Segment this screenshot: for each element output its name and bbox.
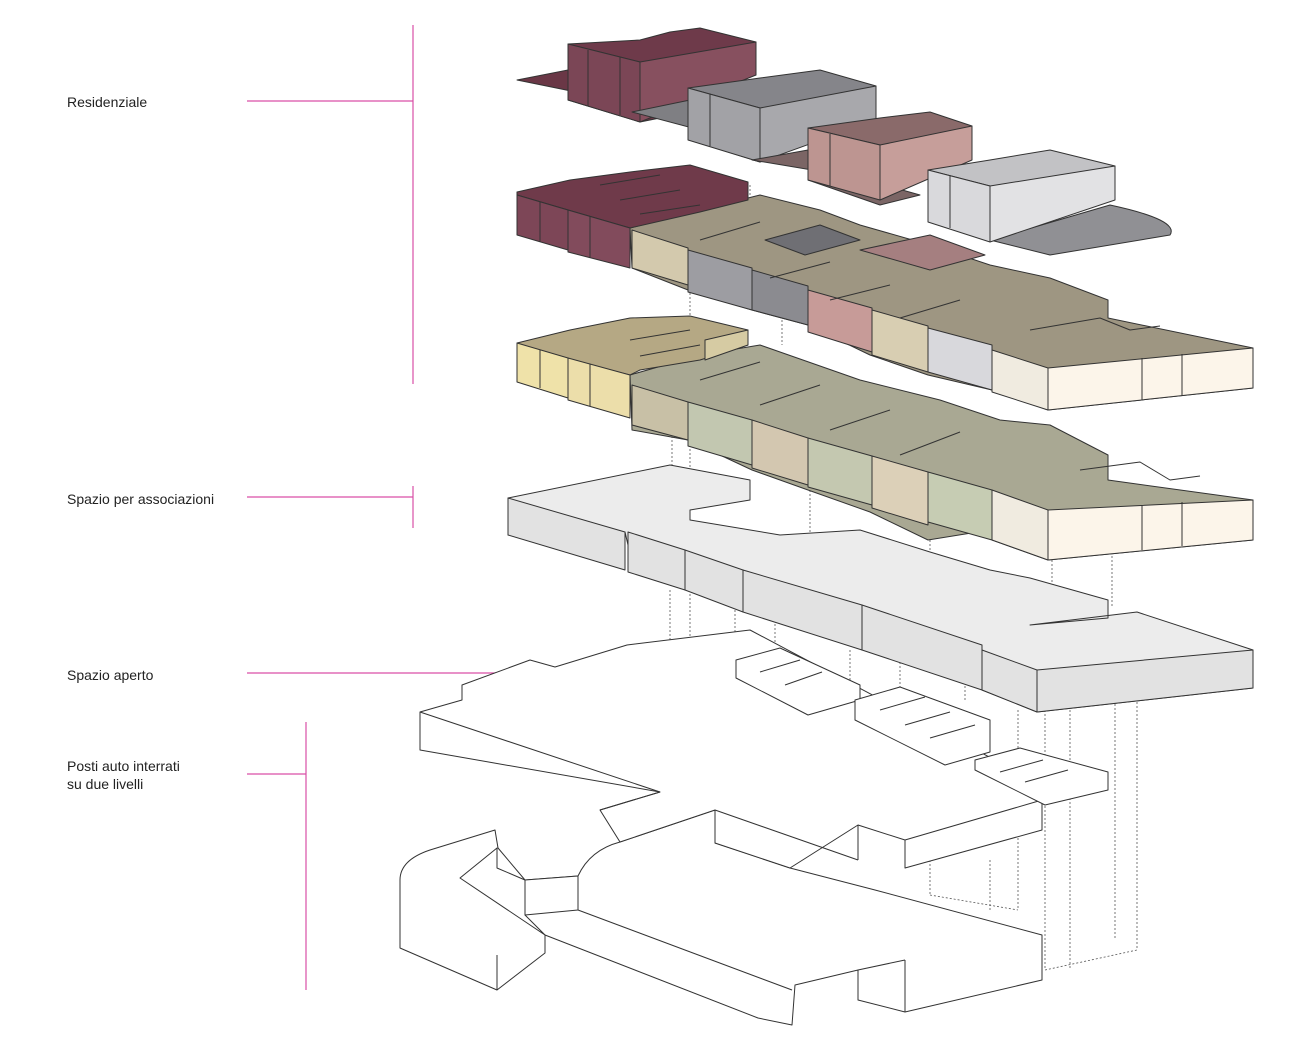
label-spazio-aperto: Spazio aperto (67, 667, 154, 683)
rooftop-towers (516, 27, 1172, 256)
residential-level-2 (516, 315, 749, 419)
label-posti-auto: Posti auto interrati su due livelli (67, 758, 180, 792)
residential-level-3 (629, 194, 1254, 411)
residential-level-4 (516, 164, 749, 269)
residential-level-1 (629, 344, 1254, 561)
label-spazio-associazioni: Spazio per associazioni (67, 491, 215, 507)
associations-slab (507, 464, 1254, 713)
label-residenziale: Residenziale (67, 94, 148, 110)
parking-underground-volume (399, 809, 1043, 1026)
open-space-deck (419, 629, 1109, 869)
leader-lines (247, 25, 515, 990)
